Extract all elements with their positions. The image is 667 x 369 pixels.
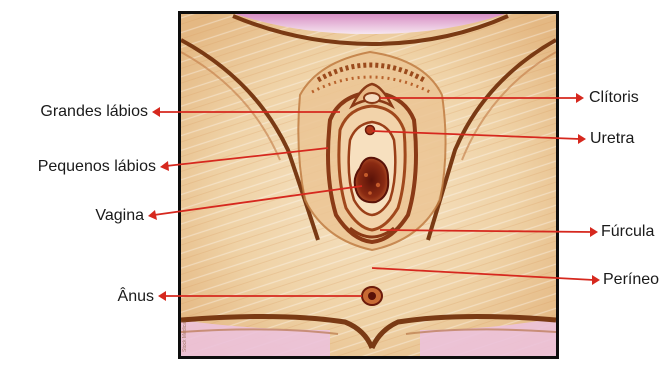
label-furcula: Fúrcula [601, 223, 654, 241]
urethra [366, 126, 375, 135]
label-perineo: Períneo [603, 271, 659, 289]
label-clitoris: Clítoris [589, 89, 639, 107]
anus [362, 287, 382, 305]
label-grandes-labios: Grandes lábios [4, 103, 148, 121]
label-vagina: Vagina [4, 207, 144, 225]
label-anus: Ânus [4, 288, 154, 306]
label-pequenos-labios: Pequenos lábios [4, 158, 156, 176]
label-uretra: Uretra [590, 130, 634, 148]
watermark: Stock Medical [182, 321, 188, 352]
